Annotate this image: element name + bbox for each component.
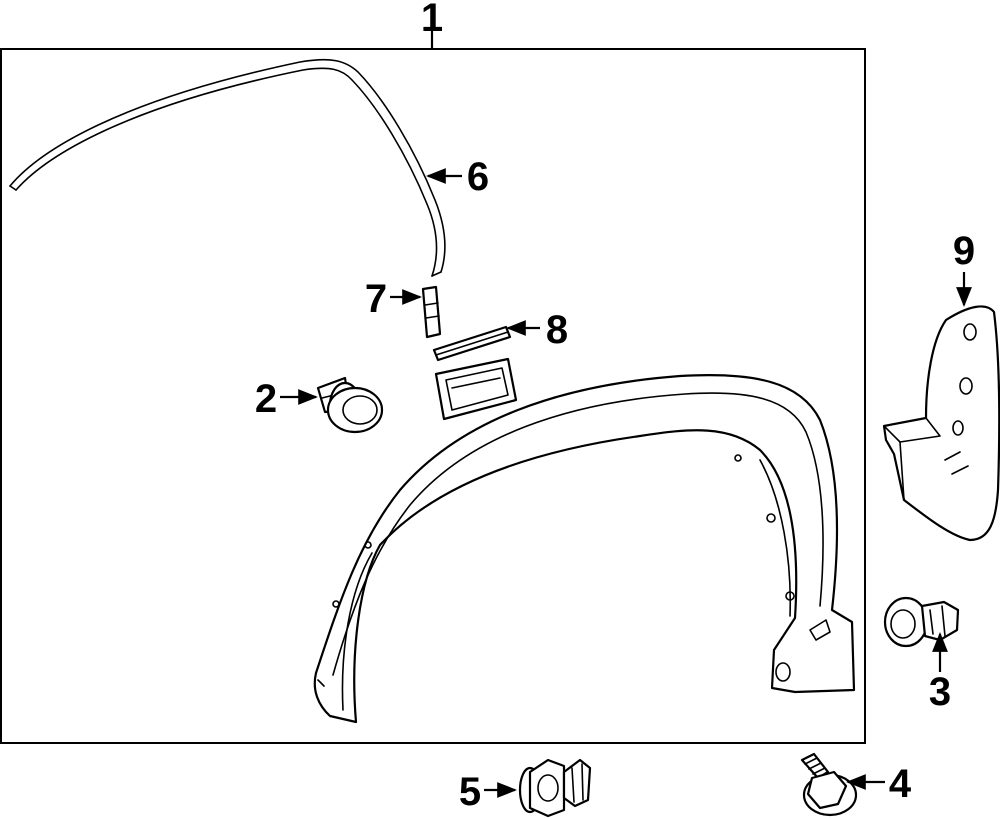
part-7-clip <box>421 285 442 339</box>
callout-8: 8 <box>546 308 568 352</box>
callout-4: 4 <box>889 762 912 806</box>
part-9-mud-flap <box>882 305 1000 542</box>
callout-6: 6 <box>467 155 489 199</box>
wheel-arch-flare <box>313 373 856 724</box>
callout-5: 5 <box>459 770 481 814</box>
callout-3: 3 <box>929 670 951 714</box>
callout-9: 9 <box>953 229 975 273</box>
bracket-plate <box>434 357 518 421</box>
part-3-grommet <box>883 596 960 648</box>
callout-7: 7 <box>365 277 387 321</box>
part-5-retainer <box>518 758 592 818</box>
callout-1: 1 <box>421 0 443 40</box>
part-4-bolt <box>800 752 858 817</box>
callout-2: 2 <box>255 377 277 421</box>
part-8-strip <box>432 325 512 362</box>
part-2-push-pin <box>316 376 384 434</box>
part-6-molding <box>9 58 446 277</box>
